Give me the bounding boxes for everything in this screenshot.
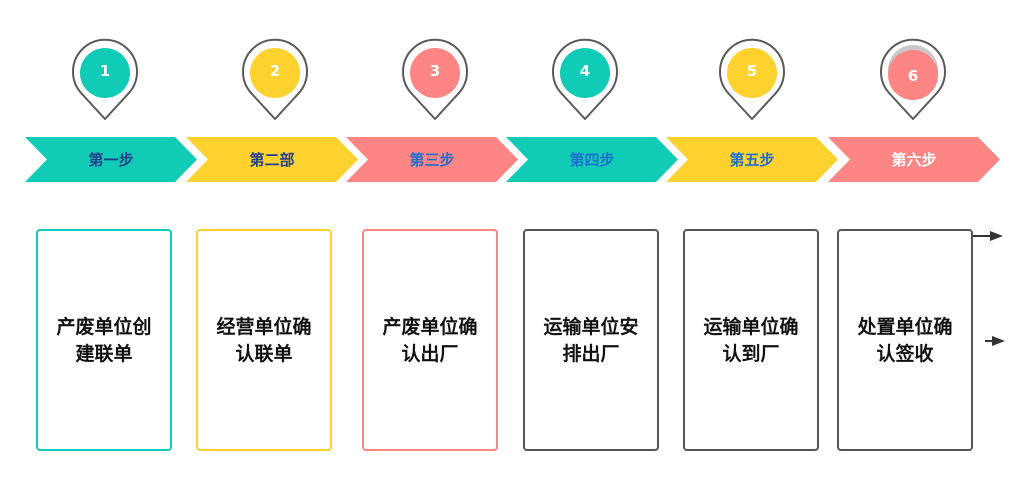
step-number: 4	[579, 62, 591, 80]
step-description: 产废单位创建联单	[56, 316, 152, 365]
step-pin-3: 3	[400, 36, 470, 126]
step-number: 5	[746, 62, 758, 80]
step-label: 第三步	[409, 151, 455, 169]
step-label: 第四步	[569, 151, 615, 169]
step-pin-1: 1	[70, 36, 140, 126]
step-number: 2	[269, 62, 281, 80]
step-number: 3	[429, 62, 441, 80]
step-chevron-3: 第三步	[346, 137, 518, 182]
step-box-1: 产废单位创建联单	[36, 229, 172, 451]
step-description: 运输单位确认到厂	[703, 316, 799, 365]
step-chevron-1: 第一步	[25, 137, 197, 182]
arrow-icon	[973, 231, 1003, 241]
step-pin-5: 5	[717, 36, 787, 126]
map-pin-icon	[719, 38, 785, 120]
map-pin-icon	[552, 38, 618, 120]
step-box-4: 运输单位安排出厂	[523, 229, 659, 451]
outgoing-arrows	[973, 231, 1005, 346]
step-label: 第五步	[729, 151, 775, 169]
step-label: 第一步	[88, 151, 134, 169]
step-pin-4: 4	[550, 36, 620, 126]
step-chevron-5: 第五步	[666, 137, 838, 182]
step-description: 产废单位确认出厂	[382, 316, 478, 365]
step-description: 经营单位确认联单	[216, 316, 312, 365]
step-chevron-4: 第四步	[506, 137, 678, 182]
step-description: 运输单位安排出厂	[543, 316, 639, 365]
step-chevron-2: 第二部	[186, 137, 358, 182]
step-number: 1	[99, 62, 111, 80]
step-box-3: 产废单位确认出厂	[362, 229, 498, 451]
arrow-icon	[985, 336, 1005, 346]
step-label: 第六步	[891, 151, 937, 169]
step-description: 处置单位确认签收	[857, 316, 953, 365]
map-pin-icon	[402, 38, 468, 120]
map-pin-icon	[72, 38, 138, 120]
map-pin-icon	[242, 38, 308, 120]
map-pin-icon	[880, 38, 946, 120]
step-box-5: 运输单位确认到厂	[683, 229, 819, 451]
step-pin-2: 2	[240, 36, 310, 126]
step-label: 第二部	[249, 151, 295, 169]
step-box-6: 处置单位确认签收	[837, 229, 973, 451]
step-chevron-6: 第六步	[828, 137, 1000, 182]
step-pin-6: 6	[878, 36, 948, 126]
step-box-2: 经营单位确认联单	[196, 229, 332, 451]
step-number: 6	[907, 67, 919, 85]
